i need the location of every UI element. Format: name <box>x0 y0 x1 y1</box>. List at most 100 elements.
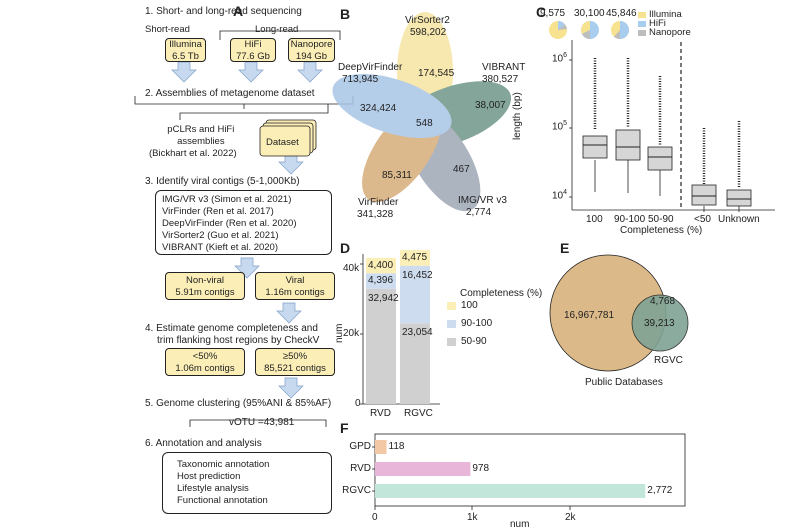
d-bar-label: 4,396 <box>368 275 394 286</box>
arrow-down-icon <box>278 377 304 399</box>
d-ytick-40k: 40k <box>343 263 360 274</box>
d-legend-item: 90-100 <box>461 318 493 329</box>
f-xlabel: num <box>510 519 530 530</box>
f-value-label: 2,772 <box>647 485 673 496</box>
d-legend-item: 50-90 <box>461 336 487 347</box>
step1-text: 1. Short- and long-read sequencing <box>145 6 302 17</box>
lt50-count: 1.06m contigs <box>175 363 235 374</box>
tool-item: DeepVirFinder (Ren et al. 2020) <box>162 218 297 229</box>
step6-text: 6. Annotation and analysis <box>145 438 262 449</box>
step4-line1: 4. Estimate genome completeness and <box>145 323 318 334</box>
venn-imgvr-total: 2,774 <box>466 207 492 218</box>
nanopore-box: Nanopore 194 Gb <box>288 38 335 62</box>
venn-virsorter2-unique: 174,545 <box>418 68 455 79</box>
d-ytick-0: 0 <box>355 398 361 409</box>
nanopore-size: 194 Gb <box>295 51 328 62</box>
box-90-100 <box>615 129 641 161</box>
d-category-label: RVD <box>370 408 391 419</box>
tool-item: VirSorter2 (Guo et al. 2021) <box>162 230 279 241</box>
d-bar-label: 32,942 <box>368 292 399 304</box>
d-legend-item: 100 <box>461 300 478 311</box>
c-ylabel: length (bp) <box>512 92 523 140</box>
bar-RVD-50-90 <box>366 288 396 404</box>
viral-count: 1.16m contigs <box>265 287 325 298</box>
d-legend-swatch-100 <box>447 302 456 310</box>
c-xtick: 90-100 <box>614 214 646 225</box>
arrow-down-icon <box>297 61 323 83</box>
pclrs-line1: pCLRs and HiFi <box>167 124 235 135</box>
d-bar-label: 4,475 <box>402 251 428 263</box>
e-overlap-value: 4,768 <box>650 296 676 307</box>
nanopore-name: Nanopore <box>290 39 333 50</box>
d-ytick-20k: 20k <box>343 328 360 339</box>
pie-30100 <box>581 21 599 39</box>
hifi-size: 77.6 Gb <box>236 51 270 62</box>
tools-box: IMG/VR v3 (Simon et al. 2021) VirFinder … <box>155 190 332 255</box>
illumina-box: Illumina 6.5 Tb <box>165 38 206 62</box>
d-bar-label: 23,054 <box>402 327 433 339</box>
d-ylabel: num <box>334 323 345 343</box>
pclrs-cite: (Bickhart et al. 2022) <box>149 148 237 159</box>
analysis-item: Taxonomic annotation <box>177 459 270 470</box>
box-lt50 <box>691 184 717 206</box>
legend-nanopore: Nanopore <box>649 27 691 38</box>
venn-deepvirfinder-unique: 324,424 <box>360 103 397 114</box>
arrow-down-icon <box>276 302 302 324</box>
bar-RVD-100 <box>366 257 396 274</box>
d-category-label: RGVC <box>404 408 433 419</box>
f-xtick-1k: 1k <box>467 512 478 523</box>
step5-text: 5. Genome clustering (95%ANI & 85%AF) <box>145 398 332 409</box>
c-xlabel: Completeness (%) <box>620 225 703 236</box>
tool-item: VirFinder (Ren et al. 2017) <box>162 206 274 217</box>
bar-GPD <box>375 440 387 454</box>
lt50-box: <50% 1.06m contigs <box>165 348 245 376</box>
box-unknown <box>726 189 752 207</box>
venn-deepvirfinder-name: DeepVirFinder <box>338 62 403 73</box>
long-read-label: Long-read <box>255 24 299 35</box>
ge50-box: ≥50% 85,521 contigs <box>255 348 335 376</box>
c-xtick: 50-90 <box>648 214 674 225</box>
f-category-label: GPD <box>349 441 371 452</box>
ge50-name: ≥50% <box>282 351 308 362</box>
e-left-value: 16,967,781 <box>564 310 615 321</box>
arrow-down-icon <box>238 61 264 83</box>
nonviral-name: Non-viral <box>185 275 224 286</box>
panel-d-label: D <box>340 240 351 256</box>
c-xtick: Unknown <box>718 214 760 225</box>
votu-text: vOTU =43,981 <box>229 417 295 428</box>
f-category-label: RVD <box>350 463 371 474</box>
panel-f-label: F <box>340 420 349 436</box>
legend-illumina: Illumina <box>649 9 682 20</box>
venn-vibrant-total: 380,527 <box>482 74 519 85</box>
bar-RVD-90-100 <box>366 273 396 289</box>
hifi-name: HiFi <box>244 39 262 50</box>
f-xtick-0: 0 <box>372 512 378 523</box>
bar-RGVC-100 <box>400 250 430 266</box>
box-50-90 <box>647 146 673 171</box>
c-xtick: 100 <box>586 214 603 225</box>
viral-box: Viral 1.16m contigs <box>255 272 335 300</box>
analyses-box: Taxonomic annotation Host prediction Lif… <box>162 452 332 514</box>
bar-RGVC-90-100 <box>400 265 430 324</box>
c-xtick: <50 <box>694 214 711 225</box>
e-left-name: Public Databases <box>585 377 663 388</box>
venn-petal-deepvirfinder <box>332 73 452 139</box>
venn-center-value: 548 <box>416 118 433 129</box>
ge50-count: 85,521 contigs <box>264 363 326 374</box>
tool-item: VIBRANT (Kieft et al. 2020) <box>162 242 278 253</box>
e-right-value: 39,213 <box>644 318 675 329</box>
f-category-label: RGVC <box>342 485 371 496</box>
venn-imgvr-name: IMG/VR v3 <box>458 195 507 206</box>
viral-name: Viral <box>285 275 305 286</box>
c-ytick-1e4: 104 <box>552 189 568 202</box>
pclrs-text: pCLRs and HiFi assemblies (Bickhart et a… <box>149 124 237 160</box>
venn-virsorter2-total: 598,202 <box>410 27 447 38</box>
venn-virfinder-total: 341,328 <box>357 209 394 220</box>
bar-RGVC <box>375 484 646 498</box>
venn-virfinder-unique: 85,311 <box>382 170 412 181</box>
venn-imgvr-unique: 467 <box>453 164 470 175</box>
f-xtick-2k: 2k <box>565 512 576 523</box>
panel-b-label: B <box>340 6 351 22</box>
nonviral-count: 5.91m contigs <box>175 287 235 298</box>
c-ytick-1e6: 106 <box>552 52 568 65</box>
